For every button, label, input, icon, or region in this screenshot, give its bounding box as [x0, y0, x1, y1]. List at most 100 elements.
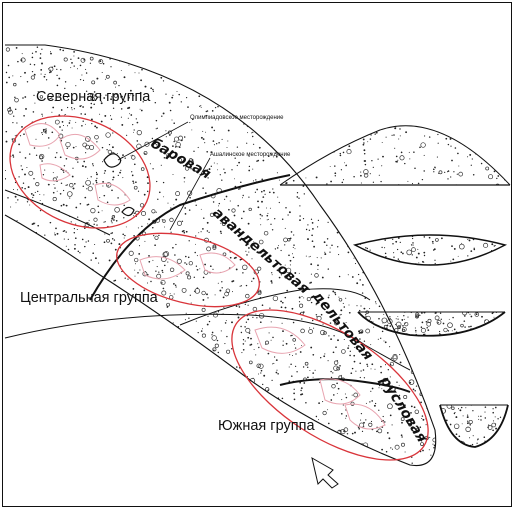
sand-grain [141, 396, 143, 398]
sand-grain [417, 173, 419, 175]
sand-grain [344, 306, 346, 308]
sand-grain [133, 215, 134, 216]
sand-grain [41, 74, 42, 75]
sand-grain [186, 97, 187, 98]
sand-grain [85, 152, 86, 153]
sand-grain [368, 268, 369, 269]
sand-grain [129, 446, 130, 447]
sand-grain [222, 67, 223, 68]
sand-grain [378, 159, 379, 160]
sand-grain [367, 101, 368, 102]
sand-grain [60, 69, 61, 70]
sand-grain [482, 134, 484, 136]
sand-grain [399, 354, 400, 355]
sand-grain [237, 107, 239, 109]
sand-grain [221, 281, 222, 282]
sand-grain [236, 305, 238, 307]
sand-grain [136, 47, 137, 48]
sand-grain [167, 203, 168, 204]
sand-grain [469, 239, 471, 241]
sand-grain [99, 60, 101, 62]
sand-grain [266, 215, 268, 217]
sand-grain [8, 77, 10, 79]
sand-grain [358, 103, 359, 104]
sand-grain [173, 55, 175, 57]
sand-grain [290, 67, 291, 68]
sand-grain [251, 132, 252, 133]
sand-grain [81, 105, 82, 106]
sand-grain [299, 219, 301, 221]
sand-grain [78, 468, 79, 469]
sand-grain [156, 120, 158, 122]
sand-grain [96, 178, 97, 179]
sand-grain [433, 321, 435, 323]
sand-grain [201, 330, 203, 332]
sand-grain [281, 126, 282, 127]
sand-grain [334, 144, 335, 145]
sand-grain [77, 440, 79, 442]
sand-grain [26, 167, 27, 168]
sand-grain [72, 109, 73, 110]
ore-lenses [104, 154, 134, 216]
sand-grain [80, 113, 82, 115]
sand-grain [265, 465, 267, 467]
sand-grain [450, 261, 451, 262]
avandelta-zone-label: авандельтовая [209, 205, 312, 297]
sand-grain [139, 245, 140, 246]
sand-grain [281, 125, 282, 126]
sand-grain [402, 217, 403, 218]
sand-grain [379, 167, 381, 169]
sand-grain [320, 186, 321, 187]
sand-grain [366, 257, 368, 259]
sand-grain [348, 145, 350, 147]
sand-grain [131, 344, 132, 345]
sand-grain [410, 359, 411, 360]
sand-grain [282, 438, 284, 440]
sand-grain [471, 326, 472, 327]
sand-grain [283, 341, 284, 342]
sand-grain [113, 427, 114, 428]
sand-grain [423, 144, 425, 146]
sand-grain [41, 63, 43, 65]
sand-grain [230, 76, 232, 78]
sand-grain [127, 398, 128, 399]
sand-grain [213, 376, 214, 377]
gravel-pebble [106, 133, 111, 138]
sand-grain [278, 245, 279, 246]
sand-grain [280, 113, 281, 114]
sand-grain [245, 102, 246, 103]
sand-grain [54, 234, 56, 236]
sand-grain [243, 339, 244, 340]
sand-grain [449, 124, 450, 125]
sand-grain [268, 353, 270, 355]
sand-grain [406, 232, 408, 234]
sand-grain [207, 110, 209, 112]
sand-grain [202, 328, 203, 329]
sand-grain [328, 447, 330, 449]
sand-grain [92, 422, 93, 423]
sand-grain [291, 335, 292, 336]
sand-grain [307, 135, 308, 136]
sand-grain [252, 169, 253, 170]
sand-grain [340, 153, 341, 154]
sand-grain [360, 377, 361, 378]
sand-grain [35, 192, 36, 193]
sand-grain [123, 217, 124, 218]
sand-grain [347, 433, 348, 434]
sand-grain [332, 179, 334, 181]
sand-grain [123, 449, 125, 451]
sand-grain [307, 56, 308, 57]
sand-grain [360, 370, 361, 371]
sand-grain [37, 376, 38, 377]
sand-grain [235, 257, 237, 259]
sand-grain [148, 46, 150, 48]
sand-grain [499, 445, 500, 446]
sand-grain [356, 451, 358, 453]
sand-grain [95, 284, 96, 285]
sand-grain [329, 97, 330, 98]
sand-grain [57, 176, 58, 177]
sand-grain [451, 245, 453, 247]
sand-grain [257, 201, 259, 203]
gravel-pebble [115, 207, 120, 212]
sand-grain [238, 305, 239, 306]
